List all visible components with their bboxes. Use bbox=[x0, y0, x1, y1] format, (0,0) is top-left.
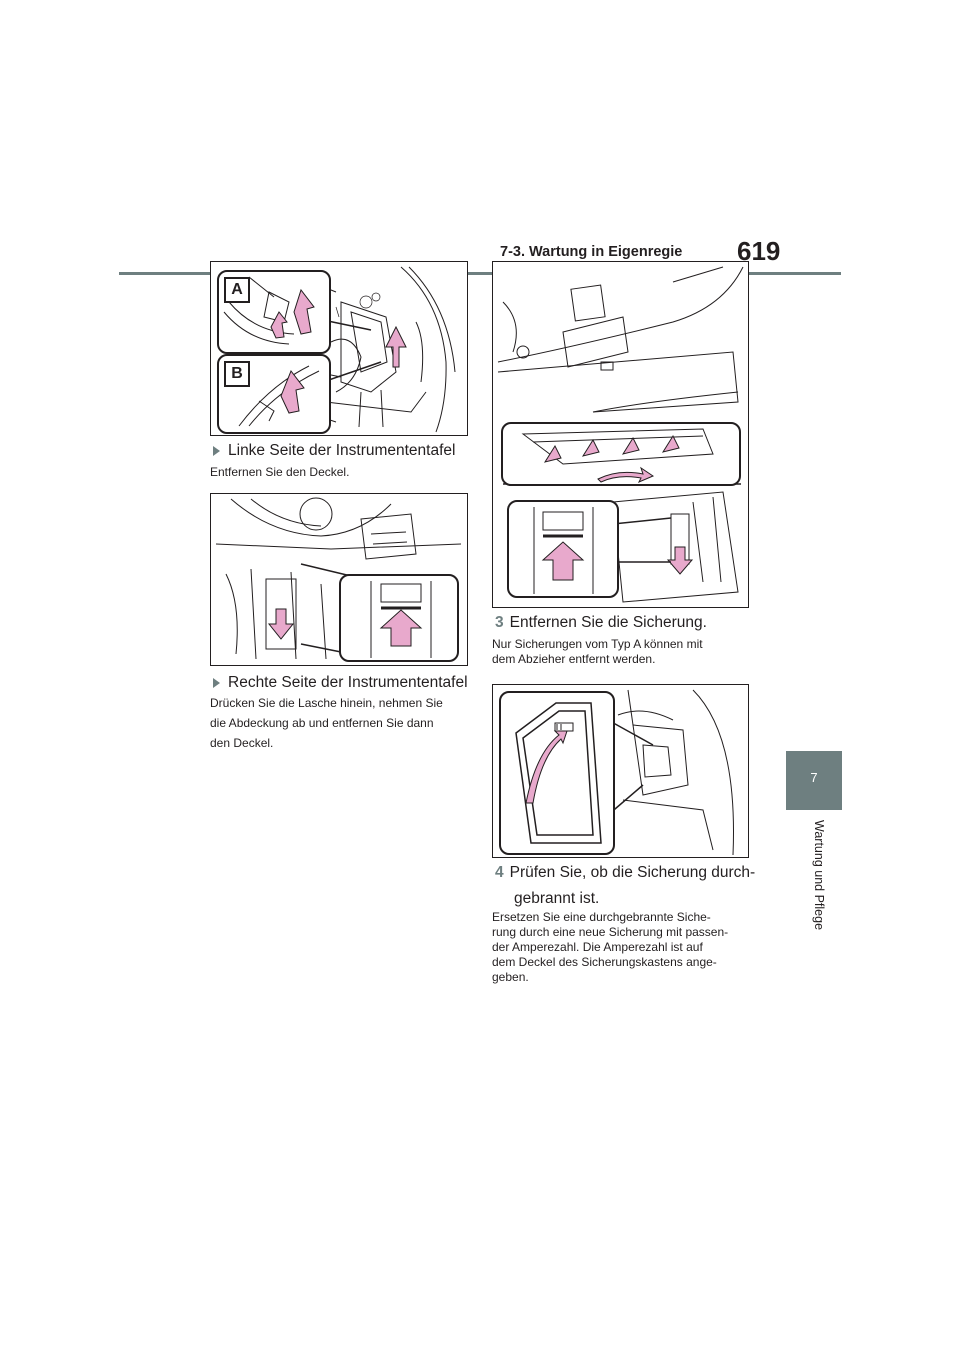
text-line: rung durch eine neue Sicherung mit passe… bbox=[492, 925, 729, 939]
bullet-triangle-icon bbox=[213, 446, 220, 456]
header-divider bbox=[119, 272, 841, 275]
chapter-number: 7 bbox=[810, 770, 818, 785]
step-3-number: 3 bbox=[495, 614, 504, 631]
tab-detail-illustration bbox=[370, 581, 432, 658]
text-remove-cover: Entfernen Sie den Deckel. bbox=[210, 465, 350, 479]
text-fuse-puller-note: Nur Sicherungen vom Typ A können mit dem… bbox=[492, 637, 703, 667]
text-line: die Abdeckung ab und entfernen Sie dann bbox=[210, 716, 434, 730]
callout-b-label: B bbox=[224, 361, 250, 387]
section-title: 7-3. Wartung in Eigenregie bbox=[500, 244, 683, 260]
step-4-number: 4 bbox=[495, 864, 504, 881]
callout-a-label: A bbox=[224, 277, 250, 303]
step-4-label-line1: Prüfen Sie, ob die Sicherung durch- bbox=[509, 864, 756, 881]
detail-a-illustration bbox=[223, 276, 315, 345]
step-4: 4 Prüfen Sie, ob die Sicherung durch- geb… bbox=[495, 862, 755, 910]
text-line: den Deckel. bbox=[210, 736, 274, 750]
callout-tab-push bbox=[507, 500, 619, 598]
figure-fuse-puller bbox=[492, 684, 749, 858]
callout-cover-removal bbox=[501, 422, 741, 486]
detail-b-illustration bbox=[238, 365, 320, 427]
text-replace-fuse: Ersetzen Sie eine durchgebrannte Siche- … bbox=[492, 910, 728, 985]
text-line: dem Deckel des Sicherungskastens ange- bbox=[492, 955, 717, 969]
figure-right-side-dashboard bbox=[210, 493, 468, 666]
callout-a-detail: A bbox=[217, 270, 331, 354]
step-4-label-line2: gebrannt ist. bbox=[514, 890, 600, 907]
tab-push-illustration bbox=[533, 507, 594, 594]
step-3-label: Entfernen Sie die Sicherung. bbox=[509, 614, 707, 631]
fuse-cover-illustration bbox=[515, 702, 602, 844]
text-line: Ersetzen Sie eine durchgebrannte Siche- bbox=[492, 910, 711, 924]
text-line: Nur Sicherungen vom Typ A können mit bbox=[492, 637, 703, 651]
text-right-side-instructions: Drücken Sie die Lasche hinein, nehmen Si… bbox=[210, 693, 480, 753]
heading-left-side-label: Linke Seite der Instrumententafel bbox=[228, 442, 456, 459]
figure-left-panel-fusebox: A B bbox=[210, 261, 468, 436]
text-line: der Amperezahl. Die Amperezahl ist auf bbox=[492, 940, 703, 954]
engine-bay-fuse-illustration bbox=[607, 689, 734, 856]
step-3: 3 Entfernen Sie die Sicherung. bbox=[495, 612, 707, 634]
heading-right-side: Rechte Seite der Instrumententafel bbox=[213, 674, 468, 692]
text-line: dem Abzieher entfernt werden. bbox=[492, 652, 656, 666]
dashboard-illustration bbox=[215, 497, 462, 660]
heading-left-side: Linke Seite der Instrumententafel bbox=[213, 442, 455, 460]
callout-tab-detail bbox=[339, 574, 459, 662]
callout-b-detail: B bbox=[217, 354, 331, 434]
chapter-title: Wartung und Pflege bbox=[812, 820, 826, 931]
text-line: geben. bbox=[492, 970, 529, 984]
callout-fuse-puller-location bbox=[499, 691, 615, 855]
chapter-tab bbox=[786, 751, 842, 810]
cover-removal-illustration bbox=[521, 428, 714, 483]
text-line: Drücken Sie die Lasche hinein, nehmen Si… bbox=[210, 696, 443, 710]
heading-right-side-label: Rechte Seite der Instrumententafel bbox=[228, 674, 468, 691]
figure-glovebox-fusebox bbox=[492, 261, 749, 608]
bullet-triangle-icon bbox=[213, 678, 220, 688]
